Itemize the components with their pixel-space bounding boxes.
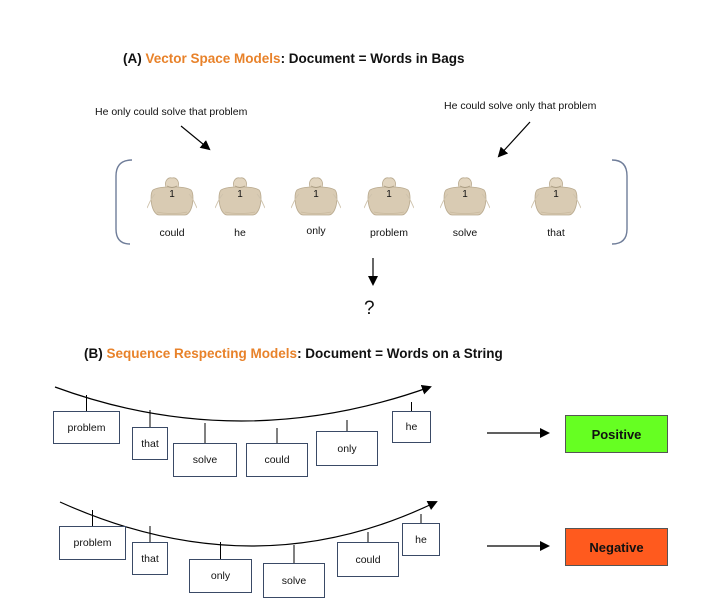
caption-left-arrow (180, 125, 211, 151)
word-box-he: he (402, 523, 440, 556)
bag-label-solve: solve (452, 227, 478, 239)
section-b-highlight: Sequence Respecting Models (106, 346, 298, 361)
word-box-he: he (392, 411, 431, 443)
bag-count: 1 (462, 189, 468, 200)
word-box-solve: solve (173, 443, 237, 477)
right-bracket (611, 159, 628, 245)
section-b-rest: : Document = Words on a String (297, 346, 503, 361)
bag-count: 1 (169, 189, 175, 200)
word-box-that: that (132, 542, 168, 575)
bag-icon (363, 174, 415, 218)
bag-count: 1 (237, 189, 243, 200)
string-2 (59, 500, 438, 547)
bag-label-only: only (306, 225, 326, 237)
string-1 (54, 384, 432, 422)
question-mark: ? (364, 298, 375, 319)
bag-icon (530, 174, 582, 218)
bag-label-that: that (547, 227, 565, 239)
word-box-problem: problem (59, 526, 126, 560)
word-box-solve: solve (263, 563, 325, 598)
bag-label-problem: problem (370, 227, 408, 239)
bag-label-he: he (234, 227, 246, 239)
bag-icon (439, 174, 491, 218)
word-box-problem: problem (53, 411, 120, 444)
section-a-highlight: Vector Space Models (145, 51, 281, 66)
bag-label-could: could (159, 227, 185, 239)
bag-icon (290, 174, 342, 218)
word-box-that: that (132, 427, 168, 460)
section-b-label: (B) (84, 346, 107, 361)
bag-icon (214, 174, 266, 218)
bag-count: 1 (313, 189, 319, 200)
word-box-could: could (246, 443, 308, 477)
caption-right: He could solve only that problem (444, 100, 597, 112)
word-box-only: only (316, 431, 378, 466)
bag-count: 1 (553, 189, 559, 200)
word-box-only: only (189, 559, 252, 593)
negative-box: Negative (565, 528, 668, 566)
section-b-title: (B) Sequence Respecting Models: Document… (84, 346, 503, 361)
section-a-title: (A) Vector Space Models: Document = Word… (123, 51, 464, 66)
left-bracket (115, 159, 133, 245)
caption-right-arrow (497, 121, 531, 158)
bag-icon (146, 174, 198, 218)
bag-count: 1 (386, 189, 392, 200)
caption-left: He only could solve that problem (95, 106, 248, 118)
word-box-could: could (337, 542, 399, 577)
positive-box: Positive (565, 415, 668, 453)
section-a-label: (A) (123, 51, 146, 66)
section-a-rest: : Document = Words in Bags (280, 51, 465, 66)
